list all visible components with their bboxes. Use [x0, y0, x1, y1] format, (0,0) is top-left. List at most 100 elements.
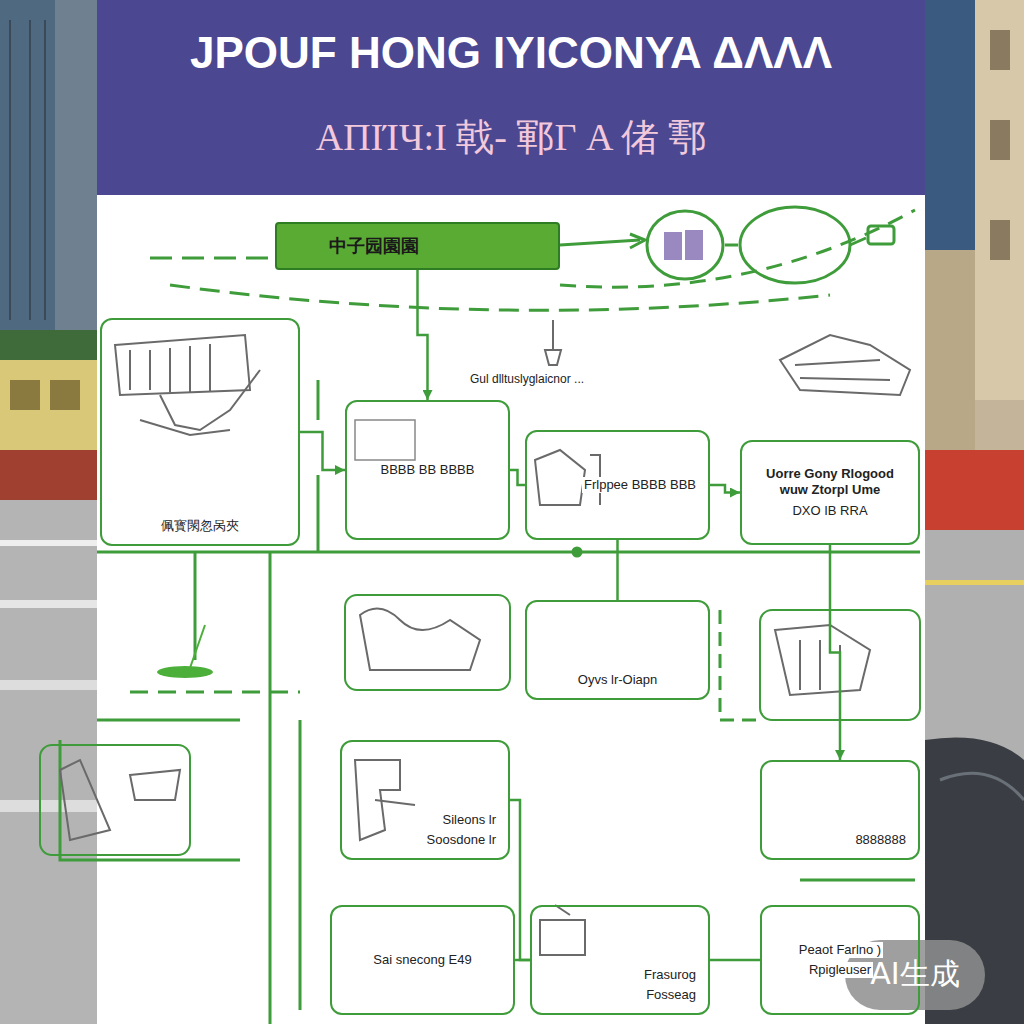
process-box: Oyvs lr-Oiapn [525, 600, 710, 700]
street-photo-right-part [990, 120, 1010, 160]
flow-connector [710, 485, 740, 493]
street-photo-left-part [0, 680, 97, 690]
watermark: AI生成 [850, 954, 980, 995]
purple-card [664, 232, 682, 260]
node-text: Frlppee BBBB BBB [582, 477, 698, 493]
flow-connector [616, 540, 619, 600]
process-box: 佩寳閖忽呙夾 [100, 318, 300, 546]
street-photo-right-part [975, 0, 1024, 400]
flow-connector [710, 959, 760, 962]
node-text: Uorre Gony Rlogood wuw Ztorpl Ume [752, 466, 908, 499]
flow-lines [60, 207, 920, 1024]
flow-lines-part [60, 740, 240, 860]
process-box: Uorre Gony Rlogood wuw Ztorpl UmeDXO IB … [740, 440, 920, 545]
purple-card [685, 230, 703, 260]
street-photo-left-part [29, 20, 31, 320]
process-box: Sileons lr Soosdone lr [340, 740, 510, 860]
leaf-stem [190, 625, 205, 668]
node-text: 佩寳閖忽呙夾 [159, 518, 241, 534]
flow-lines-part [560, 240, 640, 245]
sketch-doodles-part [540, 920, 585, 955]
flow-connector [510, 470, 525, 485]
street-photo-left-part [0, 0, 97, 1024]
sketch-doodles-part [130, 344, 210, 392]
node-text: 8888888 [853, 832, 908, 848]
street-photo-right-part [925, 250, 975, 450]
flow-lines-part [560, 210, 915, 287]
sketch-doodles-part [115, 335, 250, 395]
street-photo-right [925, 0, 1024, 1024]
street-photo-left-part [9, 20, 11, 320]
flow-lines-part [317, 475, 320, 552]
flow-lines-part [647, 211, 723, 279]
street-photo-left-part [55, 0, 97, 330]
leaf-symbol [157, 666, 213, 678]
flow-connector [418, 270, 428, 400]
diagram-title: JPOUF HONG IYICONYA ΔΛΛΛ [97, 28, 925, 78]
flow-connector [510, 800, 530, 960]
flow-lines-part [317, 380, 320, 420]
sketch-doodles-part [130, 770, 180, 800]
subtitle: AΠΙΊЧ:Ι 戟- 鄆Γ A 偖 鄠 [97, 112, 925, 163]
node-text: 中子园園園 [327, 235, 421, 258]
doc-icon [355, 420, 415, 460]
flow-lines-part [800, 879, 915, 882]
node-text: Sileons lr [441, 812, 498, 828]
flow-lines-part [97, 551, 920, 554]
sketch-doodles-part [800, 640, 840, 690]
street-photo-left-part [0, 600, 97, 608]
street-photo-left-part [0, 0, 60, 330]
empty-boxes-part [345, 595, 510, 690]
sketch-doodles-part [360, 609, 480, 670]
street-photo-right-part [925, 450, 1024, 530]
flow-connector [830, 545, 840, 760]
empty-boxes-part [40, 745, 190, 855]
title-banner: 中子园園園 [275, 222, 560, 270]
street-photo-left [0, 0, 97, 1024]
flow-lines-part [299, 720, 302, 1010]
sketch-doodles-part [775, 625, 870, 695]
node-subtext: Rpigleuser [807, 962, 873, 978]
sketch-doodles-part [795, 360, 890, 380]
flow-lines-part [720, 610, 760, 720]
sketch-doodles-part [140, 420, 230, 435]
node-subtext: Soosdone lr [425, 832, 498, 848]
street-photo-right-part [940, 773, 1024, 800]
process-box: FrasurogFosseag [530, 905, 710, 1015]
street-photo-left-part [10, 380, 40, 410]
street-photo-right-part [925, 0, 1024, 1024]
sketch-doodles-part [780, 335, 910, 395]
flow-lines-part [194, 552, 197, 660]
node-text: Oyvs lr-Oiapn [576, 672, 659, 688]
street-photo-right-part [925, 0, 975, 250]
street-photo-left-part [0, 360, 97, 500]
street-photo-left-part [0, 540, 97, 546]
flow-connector [300, 432, 345, 470]
diagram-panel [97, 195, 925, 1024]
street-photo-left-part [0, 500, 97, 1024]
node-subtext: Fosseag [644, 987, 698, 1003]
street-photo-left-part [0, 800, 97, 812]
street-photo-left-part [44, 20, 46, 320]
street-photo-right-part [990, 30, 1010, 70]
flow-lines-part [170, 285, 830, 310]
process-box: 8888888 [760, 760, 920, 860]
node-text: Frasurog [642, 967, 698, 983]
sketch-doodles-part [535, 450, 585, 505]
flow-lines-part [150, 257, 275, 260]
sketch-doodles-part [60, 760, 110, 840]
sketch-doodles-part [545, 320, 561, 365]
flow-lines-part [725, 244, 738, 247]
flow-connector [515, 959, 530, 962]
street-photo-left-part [50, 380, 80, 410]
empty-boxes [40, 595, 920, 855]
sketch-doodles-part [160, 370, 260, 430]
street-photo-right-part [990, 220, 1010, 260]
node-text: Sai snecong E49 [371, 952, 473, 968]
flow-lines-part [573, 548, 581, 556]
flow-lines-part [269, 552, 272, 1024]
flow-lines-part [868, 226, 894, 244]
section-caption: Gul dlltuslyglaicnor ... [470, 372, 640, 386]
process-box: Sai snecong E49 [330, 905, 515, 1015]
